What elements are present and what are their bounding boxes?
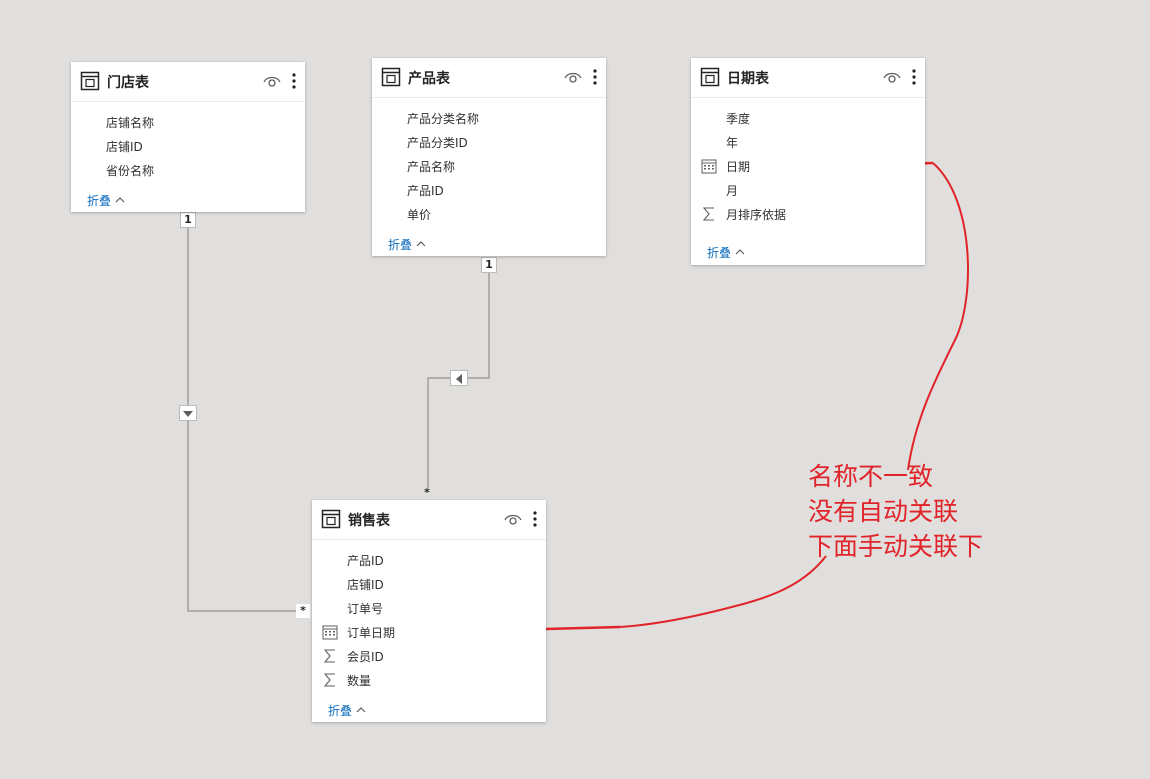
- field-label: 月: [726, 184, 739, 198]
- cardinality-one-product: 1: [481, 257, 497, 273]
- table-title: 门店表: [107, 75, 149, 91]
- field-label: 季度: [726, 112, 751, 126]
- eye-icon[interactable]: [504, 511, 522, 527]
- field-item[interactable]: 季度: [691, 106, 925, 130]
- field-item[interactable]: 会员ID: [312, 644, 546, 668]
- field-item[interactable]: 月排序依据: [691, 202, 925, 226]
- field-label: 日期: [726, 160, 751, 174]
- field-label: 产品ID: [407, 184, 444, 198]
- chevron-up-icon: [356, 707, 366, 713]
- table-header[interactable]: 产品表: [372, 58, 606, 98]
- cardinality-many-store-sales: *: [296, 604, 310, 618]
- field-label: 店铺ID: [106, 140, 143, 154]
- table-icon: [381, 67, 401, 87]
- table-title: 产品表: [408, 71, 450, 87]
- calendar-icon: [701, 159, 717, 174]
- table-card-store[interactable]: 门店表 店铺名称 店铺ID 省份名称 折叠: [71, 62, 305, 212]
- chevron-up-icon: [416, 241, 426, 247]
- field-list: 产品ID 店铺ID 订单号 订单日期 会员ID 数量: [312, 540, 546, 692]
- field-label: 月排序依据: [726, 208, 787, 222]
- field-item[interactable]: 产品分类ID: [372, 130, 606, 154]
- field-label: 产品分类名称: [407, 112, 480, 126]
- collapse-label: 折叠: [328, 703, 353, 718]
- table-card-date[interactable]: 日期表 季度 年 日期 月 月排序依据 折叠: [691, 58, 925, 265]
- field-item[interactable]: 产品名称: [372, 154, 606, 178]
- field-item[interactable]: 单价: [372, 202, 606, 226]
- field-label: 产品分类ID: [407, 136, 468, 150]
- eye-icon[interactable]: [564, 69, 582, 85]
- triangle-left-icon: [456, 374, 462, 384]
- filter-direction-store-sales[interactable]: [179, 405, 197, 421]
- field-item[interactable]: 产品ID: [312, 548, 546, 572]
- cardinality-one-store: 1: [180, 212, 196, 228]
- field-label: 店铺ID: [347, 578, 384, 592]
- table-icon: [80, 71, 100, 91]
- annotation-curve-lower: [619, 555, 827, 628]
- field-label: 单价: [407, 208, 432, 222]
- field-item[interactable]: 日期: [691, 154, 925, 178]
- cardinality-many-product-sales: *: [424, 486, 430, 499]
- collapse-label: 折叠: [707, 245, 732, 260]
- field-label: 订单日期: [347, 626, 396, 640]
- annotation-line: 下面手动关联下: [808, 532, 984, 561]
- eye-icon[interactable]: [883, 69, 901, 85]
- annotation-line: 名称不一致: [808, 462, 934, 491]
- field-label: 订单号: [347, 602, 384, 616]
- sigma-icon: [323, 649, 335, 663]
- field-item[interactable]: 数量: [312, 668, 546, 692]
- eye-icon[interactable]: [263, 73, 281, 89]
- more-options-icon[interactable]: [909, 67, 919, 87]
- table-card-product[interactable]: 产品表 产品分类名称 产品分类ID 产品名称 产品ID 单价 折叠: [372, 58, 606, 256]
- sigma-icon: [702, 207, 714, 221]
- field-label: 数量: [347, 674, 372, 688]
- field-list: 店铺名称 店铺ID 省份名称: [71, 102, 305, 182]
- field-item[interactable]: 产品ID: [372, 178, 606, 202]
- triangle-down-icon: [183, 411, 193, 417]
- field-item[interactable]: 产品分类名称: [372, 106, 606, 130]
- field-list: 产品分类名称 产品分类ID 产品名称 产品ID 单价: [372, 98, 606, 226]
- table-title: 日期表: [727, 71, 769, 87]
- table-card-sales[interactable]: 销售表 产品ID 店铺ID 订单号 订单日期 会员ID 数量 折叠: [312, 500, 546, 722]
- collapse-label: 折叠: [388, 237, 413, 252]
- table-header[interactable]: 门店表: [71, 62, 305, 102]
- field-item[interactable]: 店铺名称: [71, 110, 305, 134]
- sigma-icon: [323, 673, 335, 687]
- collapse-button[interactable]: 折叠: [388, 232, 426, 256]
- more-options-icon[interactable]: [590, 67, 600, 87]
- more-options-icon[interactable]: [289, 71, 299, 91]
- field-label: 年: [726, 136, 739, 150]
- field-label: 产品ID: [347, 554, 384, 568]
- table-title: 销售表: [348, 513, 390, 529]
- table-icon: [321, 509, 341, 529]
- collapse-button[interactable]: 折叠: [328, 698, 366, 722]
- collapse-button[interactable]: 折叠: [707, 240, 745, 264]
- field-item[interactable]: 年: [691, 130, 925, 154]
- field-label: 会员ID: [347, 650, 384, 664]
- collapse-button[interactable]: 折叠: [87, 188, 125, 212]
- field-item[interactable]: 省份名称: [71, 158, 305, 182]
- collapse-label: 折叠: [87, 193, 112, 208]
- field-item[interactable]: 订单号: [312, 596, 546, 620]
- field-list: 季度 年 日期 月 月排序依据: [691, 98, 925, 226]
- annotation-line: 没有自动关联: [808, 497, 959, 526]
- table-header[interactable]: 日期表: [691, 58, 925, 98]
- field-label: 店铺名称: [106, 116, 155, 130]
- chevron-up-icon: [115, 197, 125, 203]
- calendar-icon: [322, 625, 338, 640]
- field-item[interactable]: 店铺ID: [312, 572, 546, 596]
- field-label: 省份名称: [106, 164, 155, 178]
- filter-direction-product-sales[interactable]: [450, 370, 468, 386]
- table-icon: [700, 67, 720, 87]
- field-item[interactable]: 月: [691, 178, 925, 202]
- relationship-line-store-sales: [187, 228, 304, 612]
- more-options-icon[interactable]: [530, 509, 540, 529]
- field-label: 产品名称: [407, 160, 456, 174]
- table-header[interactable]: 销售表: [312, 500, 546, 540]
- chevron-up-icon: [735, 249, 745, 255]
- field-item[interactable]: 店铺ID: [71, 134, 305, 158]
- field-item[interactable]: 订单日期: [312, 620, 546, 644]
- annotation-note: 名称不一致 没有自动关联 下面手动关联下: [808, 459, 983, 564]
